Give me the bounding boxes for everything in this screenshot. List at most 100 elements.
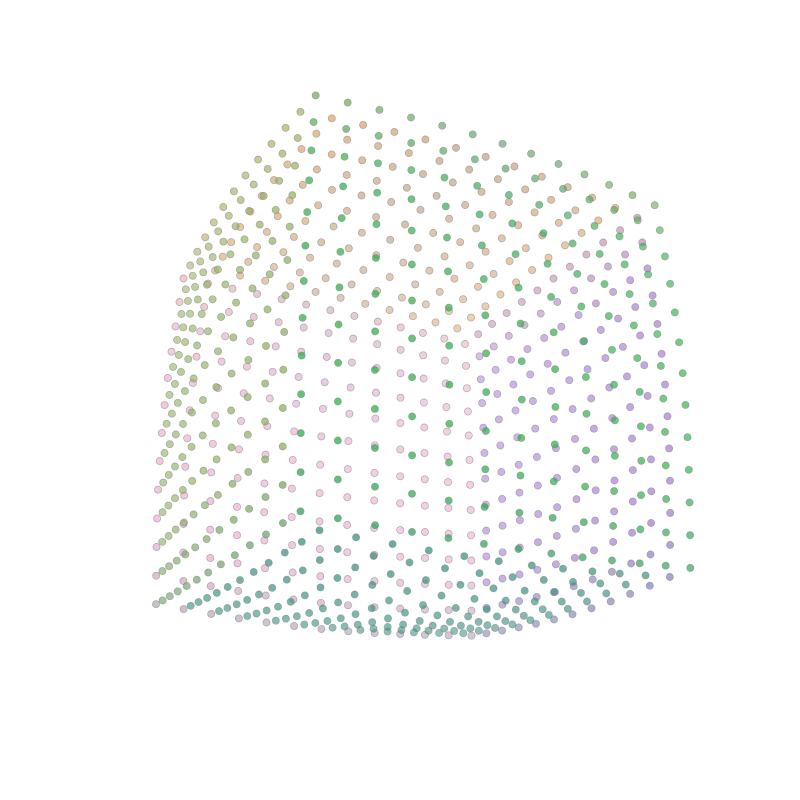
cloud-point <box>637 491 645 500</box>
cloud-point <box>627 559 636 568</box>
cloud-point <box>160 401 169 410</box>
cloud-point <box>373 340 382 349</box>
cloud-point <box>179 420 187 428</box>
cloud-point <box>428 621 437 630</box>
cloud-point <box>437 591 446 600</box>
cloud-point <box>328 623 337 632</box>
cloud-point <box>336 614 345 623</box>
cloud-point <box>591 486 600 495</box>
cloud-point <box>253 243 262 252</box>
cloud-point <box>333 475 342 484</box>
cloud-point <box>278 404 287 412</box>
cloud-point <box>229 333 238 342</box>
cloud-point <box>208 295 217 304</box>
cloud-point <box>309 118 318 127</box>
cloud-point <box>505 257 514 266</box>
cloud-point <box>152 571 161 580</box>
cloud-point <box>421 135 430 144</box>
cloud-point <box>605 180 614 189</box>
cloud-point <box>420 423 429 432</box>
cloud-point <box>228 284 237 293</box>
cloud-point <box>460 552 469 561</box>
cloud-point <box>659 394 668 403</box>
cloud-point <box>421 300 430 309</box>
cloud-point <box>211 419 220 428</box>
cloud-point <box>435 629 444 637</box>
cloud-point <box>357 191 366 200</box>
cloud-point <box>467 313 475 322</box>
cloud-point <box>504 198 513 206</box>
cloud-point <box>557 322 566 331</box>
cloud-point <box>184 355 193 364</box>
cloud-point <box>466 506 475 514</box>
cloud-point <box>610 507 619 516</box>
cloud-point <box>343 521 352 529</box>
cloud-point <box>527 561 536 570</box>
cloud-point <box>686 531 695 540</box>
cloud-point <box>515 516 524 525</box>
cloud-point <box>538 605 547 614</box>
cloud-point <box>615 569 624 578</box>
cloud-point <box>372 176 381 185</box>
cloud-point <box>386 570 395 579</box>
cloud-point <box>596 326 605 334</box>
cloud-point <box>206 582 215 591</box>
cloud-point <box>614 314 623 323</box>
cloud-point <box>407 226 416 235</box>
cloud-point <box>217 357 226 366</box>
cloud-point <box>615 232 624 241</box>
cloud-point <box>606 597 615 606</box>
cloud-point <box>570 286 579 295</box>
cloud-point <box>643 391 652 400</box>
cloud-point <box>497 234 506 243</box>
cloud-point <box>183 296 192 305</box>
cloud-point <box>206 554 215 562</box>
cloud-point <box>260 508 269 517</box>
cloud-point <box>154 485 163 494</box>
cloud-point <box>230 551 239 560</box>
cloud-point <box>396 323 405 332</box>
cloud-point <box>401 220 409 229</box>
cloud-point <box>443 427 451 436</box>
cloud-point <box>334 358 343 367</box>
cloud-point <box>315 526 324 535</box>
cloud-point <box>626 589 635 598</box>
cloud-point <box>217 312 226 321</box>
cloud-point <box>199 396 207 405</box>
cloud-point <box>396 578 405 587</box>
cloud-point <box>465 261 474 270</box>
cloud-point <box>200 501 209 510</box>
cloud-point <box>212 588 221 597</box>
cloud-point <box>371 414 380 423</box>
cloud-point <box>318 404 327 413</box>
cloud-point <box>186 261 195 270</box>
cloud-point <box>285 222 294 231</box>
cloud-point <box>585 195 594 204</box>
cloud-point <box>456 621 465 630</box>
cloud-point <box>551 365 560 374</box>
cloud-point <box>481 302 490 311</box>
cloud-point <box>275 176 284 185</box>
cloud-point <box>607 567 616 576</box>
cloud-point <box>197 310 206 319</box>
cloud-point <box>657 349 666 358</box>
cloud-point <box>441 202 450 211</box>
cloud-point <box>569 578 577 586</box>
cloud-point <box>302 300 311 309</box>
cloud-point <box>288 455 297 464</box>
cloud-point <box>242 362 251 371</box>
cloud-point <box>407 195 416 204</box>
cloud-point <box>312 129 321 138</box>
cloud-point <box>519 611 528 620</box>
cloud-point <box>444 555 453 564</box>
cloud-point <box>228 479 237 488</box>
cloud-point <box>419 351 428 360</box>
cloud-point <box>498 139 507 148</box>
cloud-point <box>665 444 674 453</box>
cloud-point <box>493 612 501 621</box>
cloud-point <box>407 139 416 147</box>
cloud-point <box>681 400 690 409</box>
cloud-point <box>551 560 560 569</box>
cloud-point <box>317 625 326 633</box>
cloud-point <box>261 564 269 573</box>
